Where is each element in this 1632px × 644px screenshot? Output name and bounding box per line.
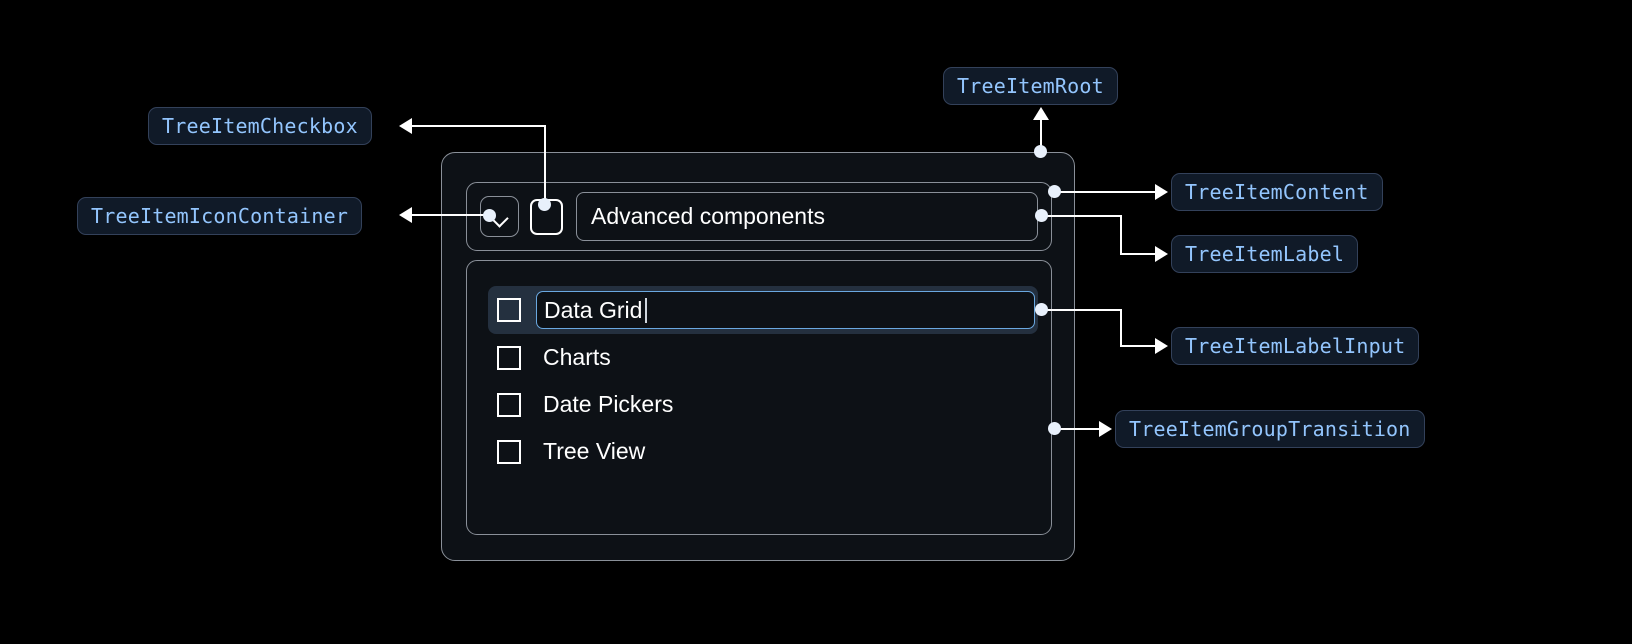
connector-checkbox-vertical (544, 126, 546, 204)
connector-label-arrowhead (1155, 246, 1168, 262)
annotation-tree-item-icon-container: TreeItemIconContainer (77, 197, 363, 235)
tree-item-row-date-pickers[interactable]: Date Pickers (467, 381, 1051, 428)
tree-item-checkbox[interactable] (497, 298, 521, 322)
connector-content-horizontal (1055, 191, 1160, 193)
annotation-tree-item-content: TreeItemContent (1171, 173, 1383, 211)
connector-content-dot (1048, 185, 1061, 198)
connector-group-transition-dot (1048, 422, 1061, 435)
annotation-tree-item-group-transition: TreeItemGroupTransition (1115, 410, 1425, 448)
connector-label-horizontal-2 (1120, 253, 1160, 255)
connector-label-input-horizontal-1 (1040, 309, 1122, 311)
annotation-tree-item-root: TreeItemRoot (943, 67, 1118, 105)
connector-root-dot (1034, 145, 1047, 158)
text-caret (645, 297, 647, 323)
tree-item-label: Advanced components (576, 192, 1038, 241)
connector-label-input-arrowhead (1155, 338, 1168, 354)
connector-label-input-dot (1035, 303, 1048, 316)
connector-checkbox-arrowhead (399, 118, 412, 134)
tree-item-checkbox[interactable] (497, 392, 521, 417)
connector-icon-container-horizontal (410, 214, 488, 216)
annotation-tree-item-label-input: TreeItemLabelInput (1171, 327, 1420, 365)
connector-label-dot (1035, 209, 1048, 222)
tree-item-root[interactable]: Advanced components Data Grid Charts Dat… (441, 152, 1075, 561)
tree-item-label: Charts (543, 344, 611, 370)
connector-root-vertical (1040, 118, 1042, 156)
connector-label-horizontal-1 (1040, 215, 1122, 217)
connector-icon-container-arrowhead (399, 207, 412, 223)
tree-item-label: Tree View (543, 438, 646, 464)
annotation-tree-item-label: TreeItemLabel (1171, 235, 1359, 273)
tree-item-label-input-value: Data Grid (544, 296, 643, 323)
tree-item-row-tree-view[interactable]: Tree View (467, 428, 1051, 475)
tree-item-checkbox[interactable] (497, 439, 521, 464)
connector-group-transition-arrowhead (1099, 421, 1112, 437)
tree-item-checkbox[interactable] (497, 345, 521, 370)
connector-label-input-horizontal-2 (1120, 345, 1160, 347)
annotation-tree-item-checkbox: TreeItemCheckbox (148, 107, 372, 145)
tree-item-row-charts[interactable]: Charts (467, 334, 1051, 381)
connector-group-transition-horizontal (1055, 428, 1105, 430)
connector-checkbox-dot (538, 198, 551, 211)
tree-item-label-input[interactable]: Data Grid (536, 291, 1035, 329)
connector-label-input-vertical (1120, 309, 1122, 347)
tree-item-content[interactable]: Advanced components (466, 182, 1052, 251)
connector-icon-container-dot (483, 209, 496, 222)
tree-item-label: Date Pickers (543, 391, 674, 417)
tree-item-row-data-grid[interactable]: Data Grid (488, 286, 1038, 334)
tree-item-group-transition: Data Grid Charts Date Pickers Tree View (466, 260, 1052, 535)
connector-root-arrowhead (1033, 107, 1049, 120)
tree-item-icon-container[interactable] (480, 196, 519, 237)
connector-checkbox-horizontal (410, 125, 546, 127)
connector-content-arrowhead (1155, 184, 1168, 200)
connector-label-vertical (1120, 215, 1122, 254)
